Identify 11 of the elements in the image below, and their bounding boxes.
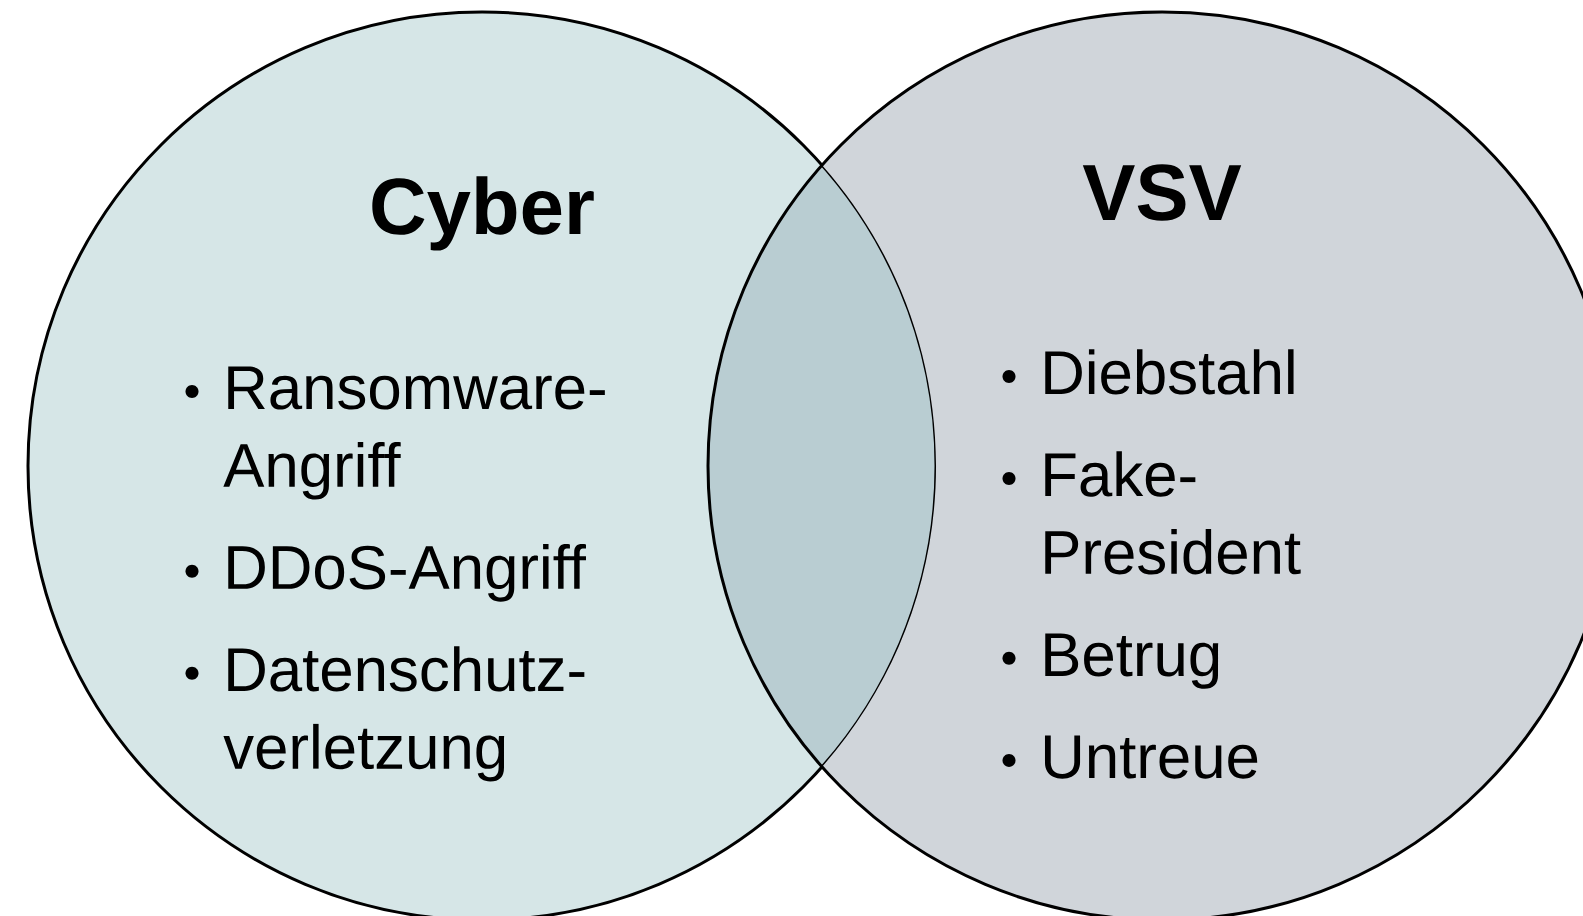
list-item: Datenschutz-verletzung <box>185 646 585 782</box>
venn-circle <box>706 10 1583 916</box>
list-item: DDoS-Angriff <box>185 544 586 602</box>
circle-heading: VSV <box>1082 164 1242 221</box>
list-item: Untreue <box>1002 735 1258 779</box>
list-item: Ransomware-Angriff <box>185 366 605 500</box>
overlap-region <box>708 165 936 767</box>
list-item: Fake-President <box>1002 451 1301 575</box>
circle-heading: Cyber <box>372 176 594 251</box>
list-item: Betrug <box>1002 633 1219 689</box>
list-item: Diebstahl <box>1002 349 1294 395</box>
